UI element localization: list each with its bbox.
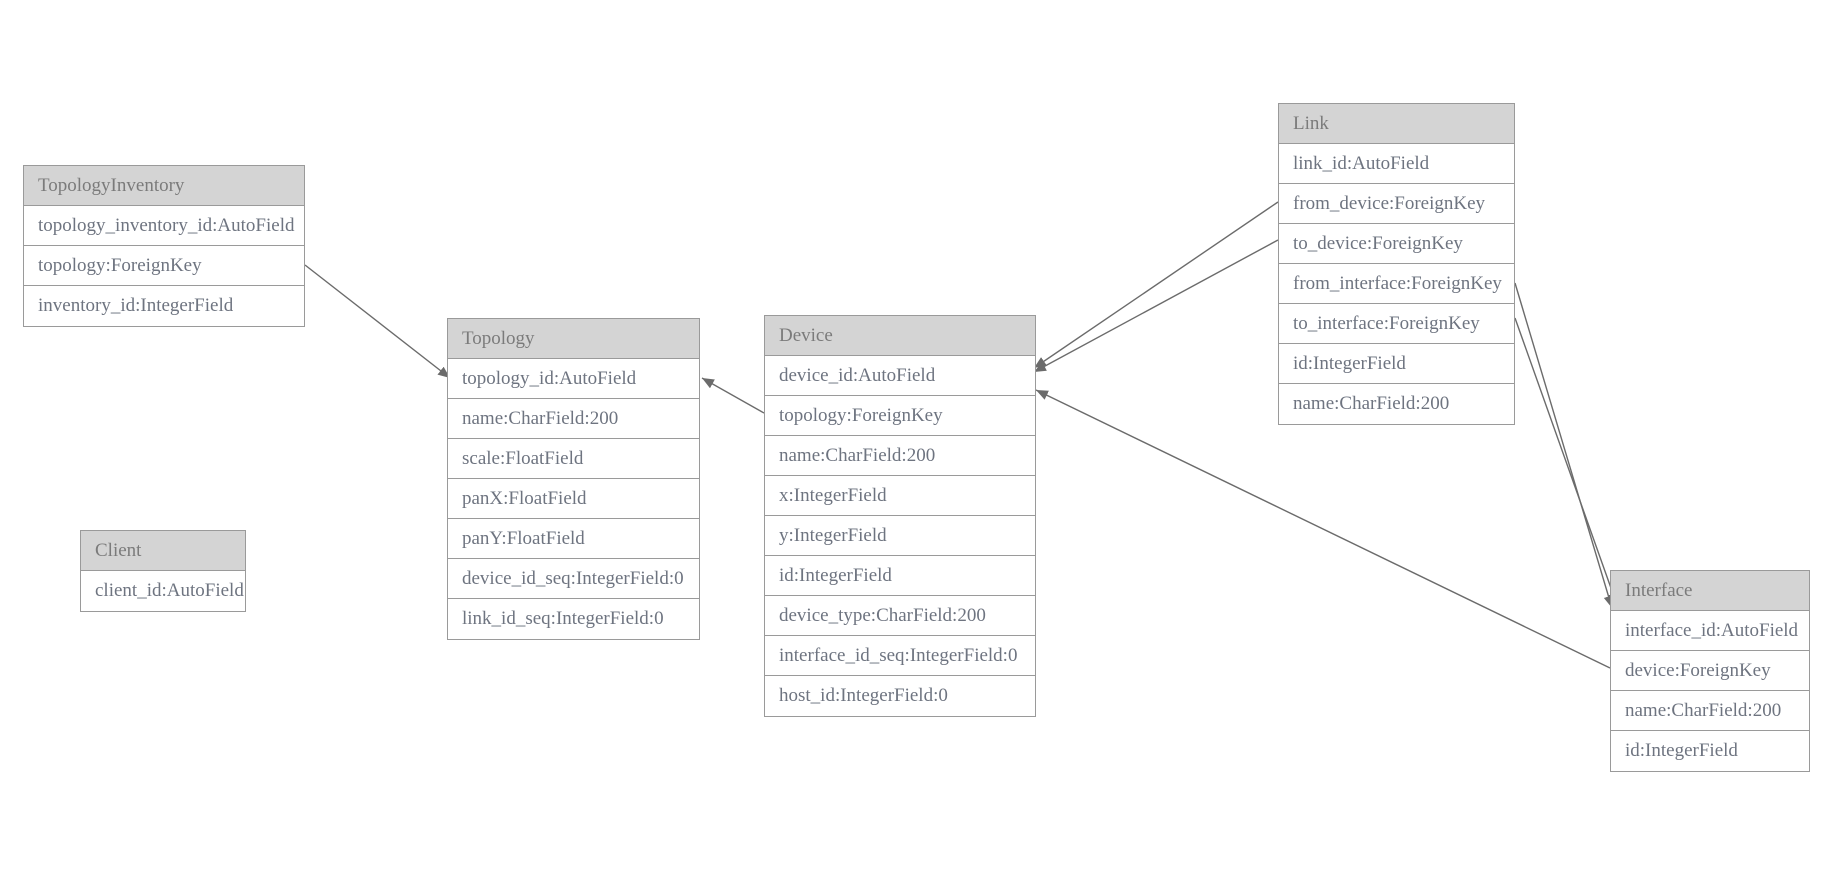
relationship-arrow-device-topology bbox=[701, 377, 765, 414]
entity-field-row[interactable]: device:ForeignKey bbox=[1611, 651, 1809, 691]
entity-field-row[interactable]: from_interface:ForeignKey bbox=[1279, 264, 1514, 304]
entity-field-row[interactable]: name:CharField:200 bbox=[448, 399, 699, 439]
entity-field-row[interactable]: panY:FloatField bbox=[448, 519, 699, 559]
entity-field-row[interactable]: host_id:IntegerField:0 bbox=[765, 676, 1035, 716]
entity-field-row[interactable]: device_type:CharField:200 bbox=[765, 596, 1035, 636]
entity-title-client: Client bbox=[81, 531, 245, 571]
entity-field-row[interactable]: id:IntegerField bbox=[1611, 731, 1809, 771]
entity-field-row[interactable]: from_device:ForeignKey bbox=[1279, 184, 1514, 224]
entity-field-row[interactable]: inventory_id:IntegerField bbox=[24, 286, 304, 326]
entity-field-row[interactable]: device_id:AutoField bbox=[765, 356, 1035, 396]
entity-field-row[interactable]: x:IntegerField bbox=[765, 476, 1035, 516]
relationship-arrow-link-to-interface bbox=[1514, 317, 1618, 606]
entity-title-link: Link bbox=[1279, 104, 1514, 144]
entity-field-row[interactable]: panX:FloatField bbox=[448, 479, 699, 519]
entity-field-row[interactable]: topology:ForeignKey bbox=[765, 396, 1035, 436]
entity-field-row[interactable]: to_interface:ForeignKey bbox=[1279, 304, 1514, 344]
entity-field-row[interactable]: interface_id:AutoField bbox=[1611, 611, 1809, 651]
relationship-arrow-interface-device bbox=[1035, 389, 1611, 669]
entity-field-row[interactable]: name:CharField:200 bbox=[1279, 384, 1514, 424]
entity-field-row[interactable]: id:IntegerField bbox=[1279, 344, 1514, 384]
entity-field-row[interactable]: topology_id:AutoField bbox=[448, 359, 699, 399]
entity-field-row[interactable]: link_id:AutoField bbox=[1279, 144, 1514, 184]
entity-title-interface: Interface bbox=[1611, 571, 1809, 611]
entity-field-row[interactable]: to_device:ForeignKey bbox=[1279, 224, 1514, 264]
entity-field-row[interactable]: topology_inventory_id:AutoField bbox=[24, 206, 304, 246]
entity-field-row[interactable]: name:CharField:200 bbox=[1611, 691, 1809, 731]
entity-field-row[interactable]: interface_id_seq:IntegerField:0 bbox=[765, 636, 1035, 676]
entity-field-row[interactable]: name:CharField:200 bbox=[765, 436, 1035, 476]
entity-field-row[interactable]: y:IntegerField bbox=[765, 516, 1035, 556]
entity-field-row[interactable]: topology:ForeignKey bbox=[24, 246, 304, 286]
entity-title-topology: Topology bbox=[448, 319, 699, 359]
entity-title-device: Device bbox=[765, 316, 1035, 356]
relationship-arrow-link-from-device bbox=[1033, 201, 1279, 369]
relationship-arrow-link-to-device bbox=[1033, 239, 1279, 373]
relationship-arrow-topologyinventory-topology bbox=[304, 264, 451, 379]
entity-field-row[interactable]: id:IntegerField bbox=[765, 556, 1035, 596]
entity-field-row[interactable]: device_id_seq:IntegerField:0 bbox=[448, 559, 699, 599]
relationship-arrow-link-from-interface bbox=[1514, 282, 1614, 609]
entity-field-row[interactable]: link_id_seq:IntegerField:0 bbox=[448, 599, 699, 639]
entity-field-row[interactable]: client_id:AutoField bbox=[81, 571, 245, 611]
entity-title-topologyinventory: TopologyInventory bbox=[24, 166, 304, 206]
entity-field-row[interactable]: scale:FloatField bbox=[448, 439, 699, 479]
